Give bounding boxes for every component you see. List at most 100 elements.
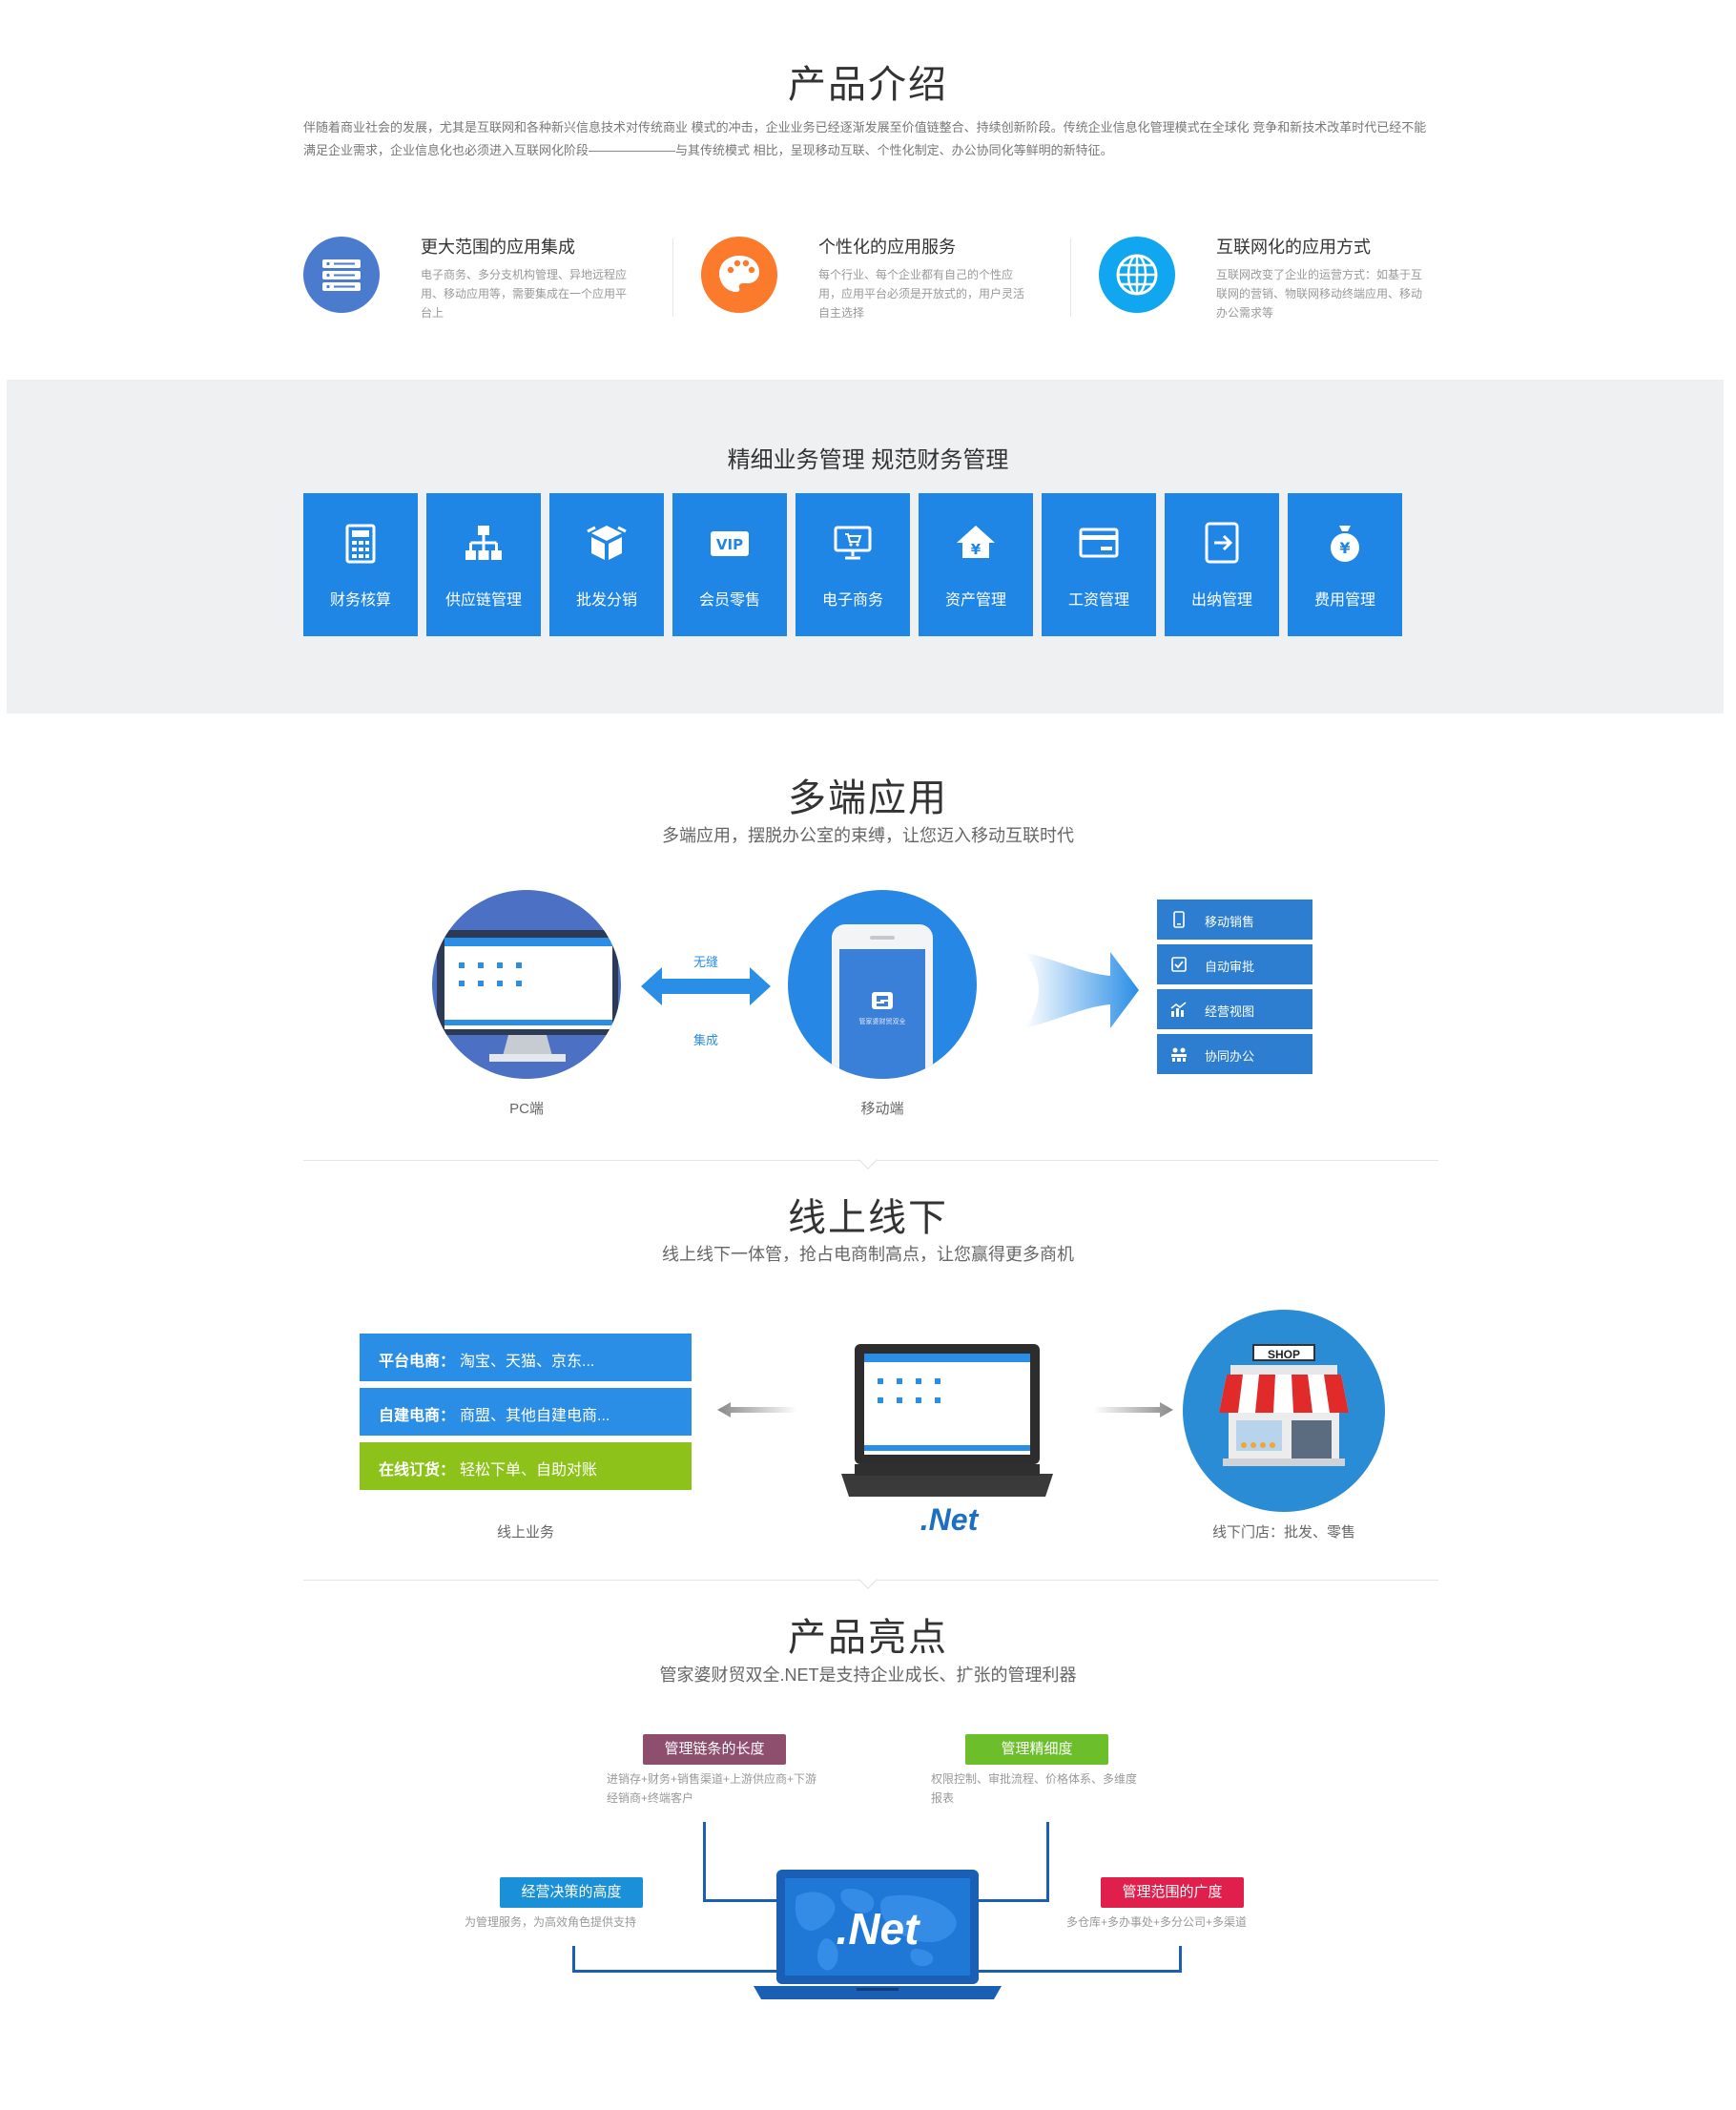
calculator-icon xyxy=(345,524,376,564)
module-supply-chain[interactable]: 供应链管理 xyxy=(426,493,541,636)
connector-line xyxy=(572,1970,781,1973)
module-expenses[interactable]: ¥ 费用管理 xyxy=(1288,493,1402,636)
highlight-desc: 进销存+财务+销售渠道+上游供应商+下游经销商+终端客户 xyxy=(607,1772,817,1805)
laptop-icon xyxy=(841,1344,1053,1497)
feature-internet: 互联网化的应用方式 互联网改变了企业的运营方式：如基于互联网的营销、物联网移动终… xyxy=(1099,234,1480,329)
mobile-item-label: 经营视图 xyxy=(1205,1004,1255,1019)
flow-arrow-icon xyxy=(1024,952,1139,1028)
connector-line xyxy=(703,1822,706,1902)
connector-line xyxy=(572,1946,575,1973)
feature-divider xyxy=(1070,238,1071,317)
mobile-item-label: 自动审批 xyxy=(1205,960,1255,974)
module-vip-retail[interactable]: VIP 会员零售 xyxy=(672,493,787,636)
palette-icon xyxy=(701,237,777,313)
module-wholesale[interactable]: 批发分销 xyxy=(549,493,664,636)
intro-text: 伴随着商业社会的发展，尤其是互联网和各种新兴信息技术对传统商业 模式的冲击，企业… xyxy=(303,120,1427,157)
online-bar-self-built[interactable]: 自建电商： 商盟、其他自建电商... xyxy=(360,1388,692,1436)
shop-circle: SHOP xyxy=(1183,1310,1385,1512)
feature-title: 互联网化的应用方式 xyxy=(1216,238,1371,257)
module-cashier[interactable]: 出纳管理 xyxy=(1165,493,1279,636)
bar-value: 淘宝、天猫、京东... xyxy=(460,1354,595,1370)
monitor-cart-icon xyxy=(834,526,872,560)
globe-icon xyxy=(1099,237,1175,313)
double-arrow-icon xyxy=(641,967,771,1005)
connector-line xyxy=(1179,1946,1182,1973)
approve-icon xyxy=(1171,957,1187,972)
mobile-item-collaboration[interactable]: 协同办公 xyxy=(1157,1034,1312,1074)
shop-sign: SHOP xyxy=(1267,1348,1300,1361)
intro-title: 产品介绍 xyxy=(788,64,948,106)
module-label: 批发分销 xyxy=(575,592,637,609)
divider-notch xyxy=(858,1570,878,1589)
arrow-left-icon xyxy=(717,1402,797,1417)
tag-decision-height[interactable]: 经营决策的高度 xyxy=(500,1877,643,1908)
bar-value: 商盟、其他自建电商... xyxy=(460,1408,610,1424)
arrow-bottom-label: 集成 xyxy=(692,1033,718,1047)
storefront-icon xyxy=(1219,1344,1349,1466)
mobile-item-label: 协同办公 xyxy=(1205,1049,1255,1064)
feature-personalized: 个性化的应用服务 每个行业、每个企业都有自己的个性应用，应用平台必须是开放式的，… xyxy=(701,234,1083,329)
box-icon xyxy=(587,526,627,560)
net-laptop-icon xyxy=(754,1870,1002,1999)
highlight-net-label: .Net xyxy=(836,1904,920,1954)
pc-monitor-icon xyxy=(437,930,618,1062)
feature-divider xyxy=(672,238,673,317)
svg-text:¥: ¥ xyxy=(971,541,982,558)
chart-icon xyxy=(1170,1002,1187,1017)
module-label: 供应链管理 xyxy=(444,592,522,609)
arrow-right-icon xyxy=(1093,1402,1173,1417)
mobile-item-dashboard[interactable]: 经营视图 xyxy=(1157,989,1312,1029)
offline-label: 线下门店：批发、零售 xyxy=(1211,1524,1355,1541)
pc-circle xyxy=(432,890,621,1079)
vip-icon: VIP xyxy=(711,531,749,556)
connector-line xyxy=(703,1899,781,1902)
connector-line xyxy=(1046,1822,1049,1902)
pc-label: PC端 xyxy=(509,1101,544,1117)
module-payroll[interactable]: 工资管理 xyxy=(1042,493,1156,636)
mobile-circle: 管家婆财贸双全 xyxy=(788,890,977,1079)
feature-desc: 每个行业、每个企业都有自己的个性应用，应用平台必须是开放式的，用户灵活自主选择 xyxy=(818,268,1025,320)
divider-notch xyxy=(858,1150,878,1169)
house-yen-icon: ¥ xyxy=(957,526,995,558)
mobile-item-approval[interactable]: 自动审批 xyxy=(1157,944,1312,984)
module-ecommerce[interactable]: 电子商务 xyxy=(796,493,910,636)
highlight-desc: 为管理服务，为高效角色提供支持 xyxy=(465,1915,637,1929)
online-bar-ordering[interactable]: 在线订货： 轻松下单、自助对账 xyxy=(360,1442,692,1490)
mobile-item-label: 移动销售 xyxy=(1205,915,1255,929)
tag-refinement[interactable]: 管理精细度 xyxy=(965,1734,1108,1765)
money-bag-icon: ¥ xyxy=(1331,526,1359,562)
highlight-desc: 多仓库+多办事处+多分公司+多渠道 xyxy=(1066,1915,1248,1929)
smartphone-icon xyxy=(832,924,933,1079)
modules-title: 精细业务管理 规范财务管理 xyxy=(727,447,1009,473)
svg-text:VIP: VIP xyxy=(716,536,743,553)
highlights-title: 产品亮点 xyxy=(788,1617,948,1659)
mobile-item-sales[interactable]: 移动销售 xyxy=(1157,900,1312,940)
multi-title: 多端应用 xyxy=(788,777,948,819)
bar-key: 自建电商： xyxy=(379,1408,456,1424)
mobile-label: 移动端 xyxy=(860,1101,904,1117)
module-label: 出纳管理 xyxy=(1190,592,1252,609)
module-assets[interactable]: ¥ 资产管理 xyxy=(919,493,1033,636)
feature-title: 个性化的应用服务 xyxy=(818,238,956,257)
module-label: 费用管理 xyxy=(1313,592,1375,609)
org-chart-icon xyxy=(465,526,502,560)
svg-text:¥: ¥ xyxy=(1339,539,1350,557)
module-label: 资产管理 xyxy=(944,592,1006,609)
feature-desc: 互联网改变了企业的运营方式：如基于互联网的营销、物联网移动终端应用、移动办公需求… xyxy=(1216,268,1423,320)
online-subtitle: 线上线下一体管，抢占电商制高点，让您赢得更多商机 xyxy=(662,1245,1074,1264)
module-label: 财务核算 xyxy=(329,592,391,609)
exit-icon xyxy=(1205,522,1239,564)
tag-scope-breadth[interactable]: 管理范围的广度 xyxy=(1101,1877,1244,1908)
online-bar-platform[interactable]: 平台电商： 淘宝、天猫、京东... xyxy=(360,1334,692,1381)
module-label: 电子商务 xyxy=(821,592,883,609)
bar-key: 在线订货： xyxy=(379,1462,456,1479)
bar-value: 轻松下单、自助对账 xyxy=(460,1462,598,1479)
tag-chain-length[interactable]: 管理链条的长度 xyxy=(643,1734,786,1765)
bar-key: 平台电商： xyxy=(379,1354,456,1370)
arrow-top-label: 无缝 xyxy=(692,955,718,969)
phone-brand: 管家婆财贸双全 xyxy=(858,1019,906,1025)
multi-subtitle: 多端应用，摆脱办公室的束缚，让您迈入移动互联时代 xyxy=(662,826,1074,845)
module-label: 会员零售 xyxy=(698,592,760,609)
people-icon xyxy=(1171,1047,1187,1062)
module-finance[interactable]: 财务核算 xyxy=(303,493,418,636)
